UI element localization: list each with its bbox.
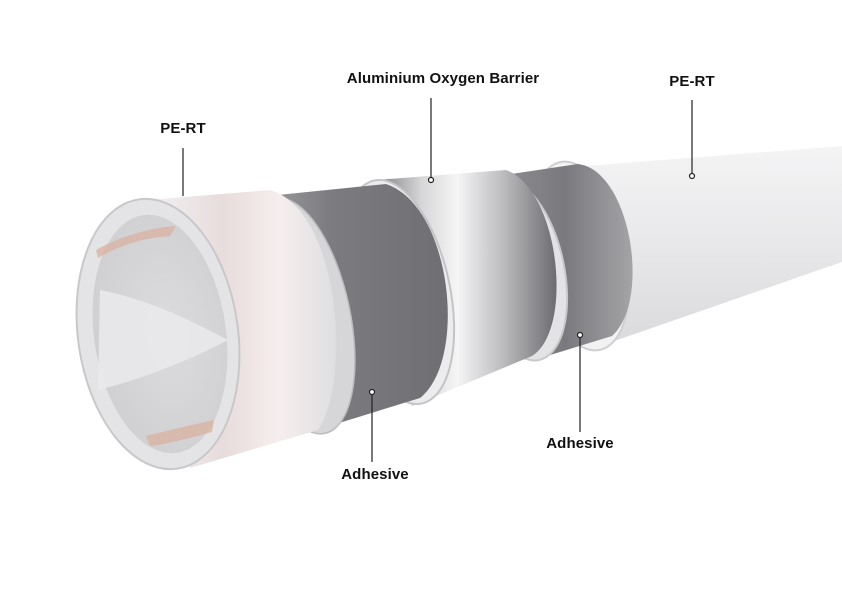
bore-inner-shadow <box>98 290 228 390</box>
leader-dot-pe-rt-right <box>688 172 696 180</box>
label-adhesive-back: Adhesive <box>546 435 614 452</box>
leader-dot-adhesive-back <box>576 331 584 339</box>
label-aluminium-oxygen-barrier: Aluminium Oxygen Barrier <box>346 70 540 87</box>
bore-tint-bottom <box>146 420 214 446</box>
label-pe-rt-left: PE-RT <box>160 120 206 137</box>
leader-lines <box>182 98 696 462</box>
label-adhesive-front: Adhesive <box>341 466 409 483</box>
leader-dot-barrier <box>427 176 435 184</box>
label-pe-rt-right: PE-RT <box>669 73 715 90</box>
bore-tint-top <box>96 226 176 258</box>
leader-dot-adhesive-front <box>368 388 376 396</box>
